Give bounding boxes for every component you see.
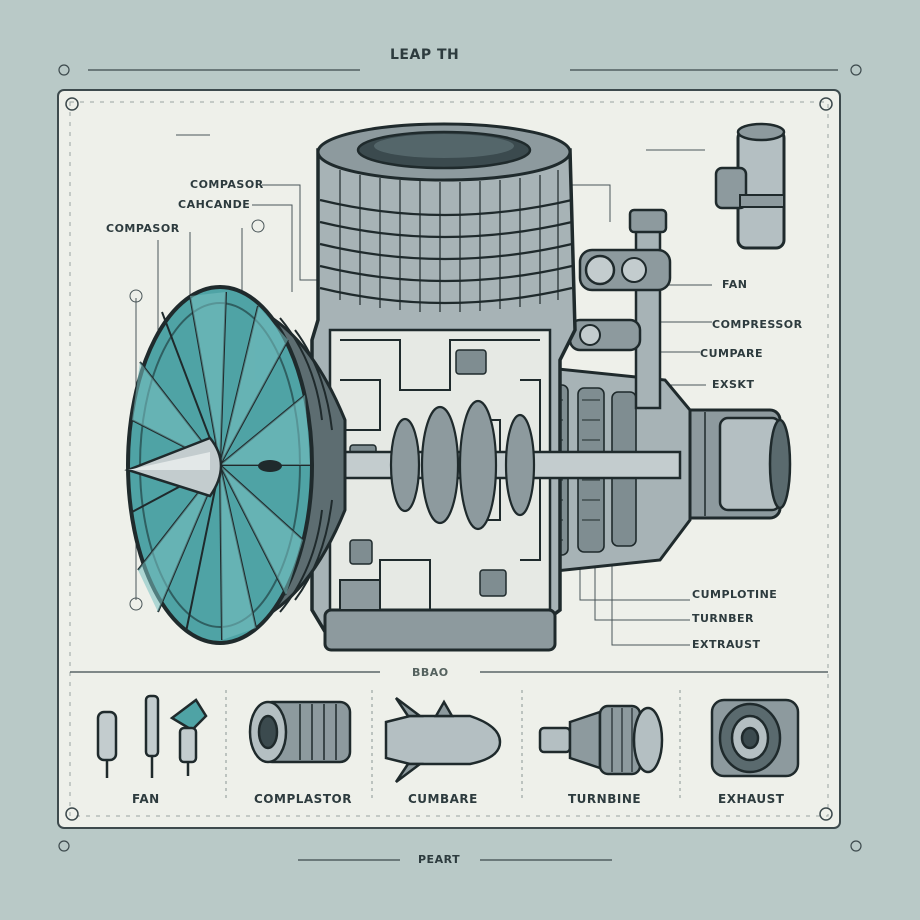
label-cumpare: CUMPARE — [700, 347, 764, 360]
exhaust-icon — [710, 698, 800, 778]
part-label-exhaust: EXHAUST — [718, 792, 785, 806]
pipe-fitting-icon — [714, 122, 786, 250]
callout-circles — [129, 219, 265, 611]
label-cumplotine: CUMPLOTINE — [692, 588, 778, 601]
label-compasor: COMPASOR — [106, 222, 180, 235]
bleed-pipe-assembly — [568, 208, 672, 410]
compressor-icon — [248, 700, 352, 764]
part-label-fan: FAN — [132, 792, 160, 806]
part-label-complastor: COMPLASTOR — [254, 792, 352, 806]
poster-footer: PEART — [418, 853, 461, 866]
label-fan: FAN — [722, 278, 748, 291]
poster-title: LEAP TH — [390, 47, 460, 63]
part-label-cumbare: CUMBARE — [408, 792, 478, 806]
part-label-turnbine: TURNBINE — [568, 792, 642, 806]
section-caption: BBAO — [412, 666, 449, 679]
label-compasor-top: COMPASOR — [190, 178, 264, 191]
fan-assembly — [124, 285, 347, 645]
fan-icon — [96, 694, 208, 778]
label-cahcande: CAHCANDE — [178, 198, 251, 211]
label-extraust: EXTRAUST — [692, 638, 761, 651]
label-exskt: EXSKT — [712, 378, 755, 391]
turbine-icon — [538, 704, 664, 776]
label-compressor: COMPRESSOR — [712, 318, 803, 331]
combustor-icon — [384, 697, 502, 783]
label-turnber: TURNBER — [692, 612, 754, 625]
